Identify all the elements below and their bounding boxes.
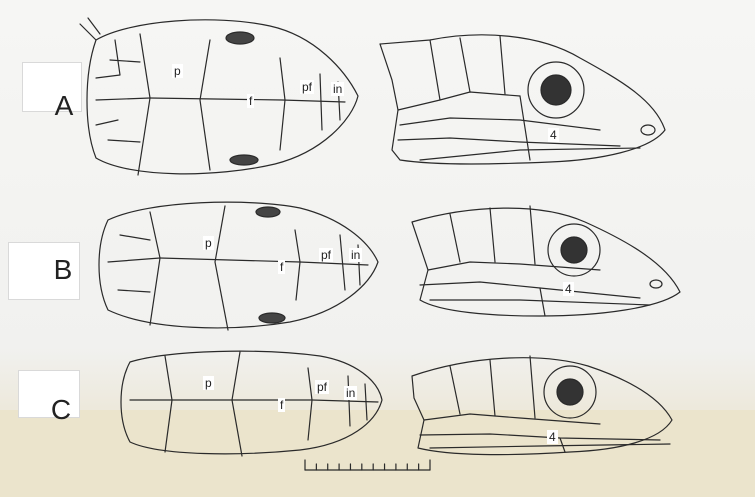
eye-dorsal-b-top [256,207,280,217]
dorsal-head-b [99,202,378,330]
label-frontal-b: f [278,260,285,274]
label-lateral-scale-c: 4 [547,430,558,444]
eye-dorsal-a-bottom [230,155,258,165]
nostril-a [641,125,655,135]
label-prefrontal-a: pf [300,80,314,94]
row-letter-c: C [46,394,76,426]
label-frontal-a: f [247,94,254,108]
lateral-head-c [412,356,672,455]
row-letter-a: A [49,90,79,122]
label-frontal-c: f [278,398,285,412]
label-parietal-c: p [203,376,214,390]
eye-lateral-b [561,237,587,263]
eye-lateral-c [557,379,583,405]
eye-dorsal-a-top [226,32,254,44]
lateral-head-a [380,35,665,164]
dorsal-head-c [121,351,382,456]
nostril-b [650,280,662,288]
scale-bar [305,460,430,470]
eye-dorsal-b-bottom [259,313,285,323]
label-lateral-scale-a: 4 [548,128,559,142]
eye-lateral-a [541,75,571,105]
label-parietal-a: p [172,64,183,78]
label-internasal-b: in [349,248,362,262]
row-letter-b: B [48,254,78,286]
label-internasal-c: in [344,386,357,400]
label-prefrontal-b: pf [319,248,333,262]
label-lateral-scale-b: 4 [563,282,574,296]
lateral-head-b [412,206,680,316]
label-internasal-a: in [331,82,344,96]
label-parietal-b: p [203,236,214,250]
dorsal-head-a [80,18,358,175]
label-prefrontal-c: pf [315,380,329,394]
